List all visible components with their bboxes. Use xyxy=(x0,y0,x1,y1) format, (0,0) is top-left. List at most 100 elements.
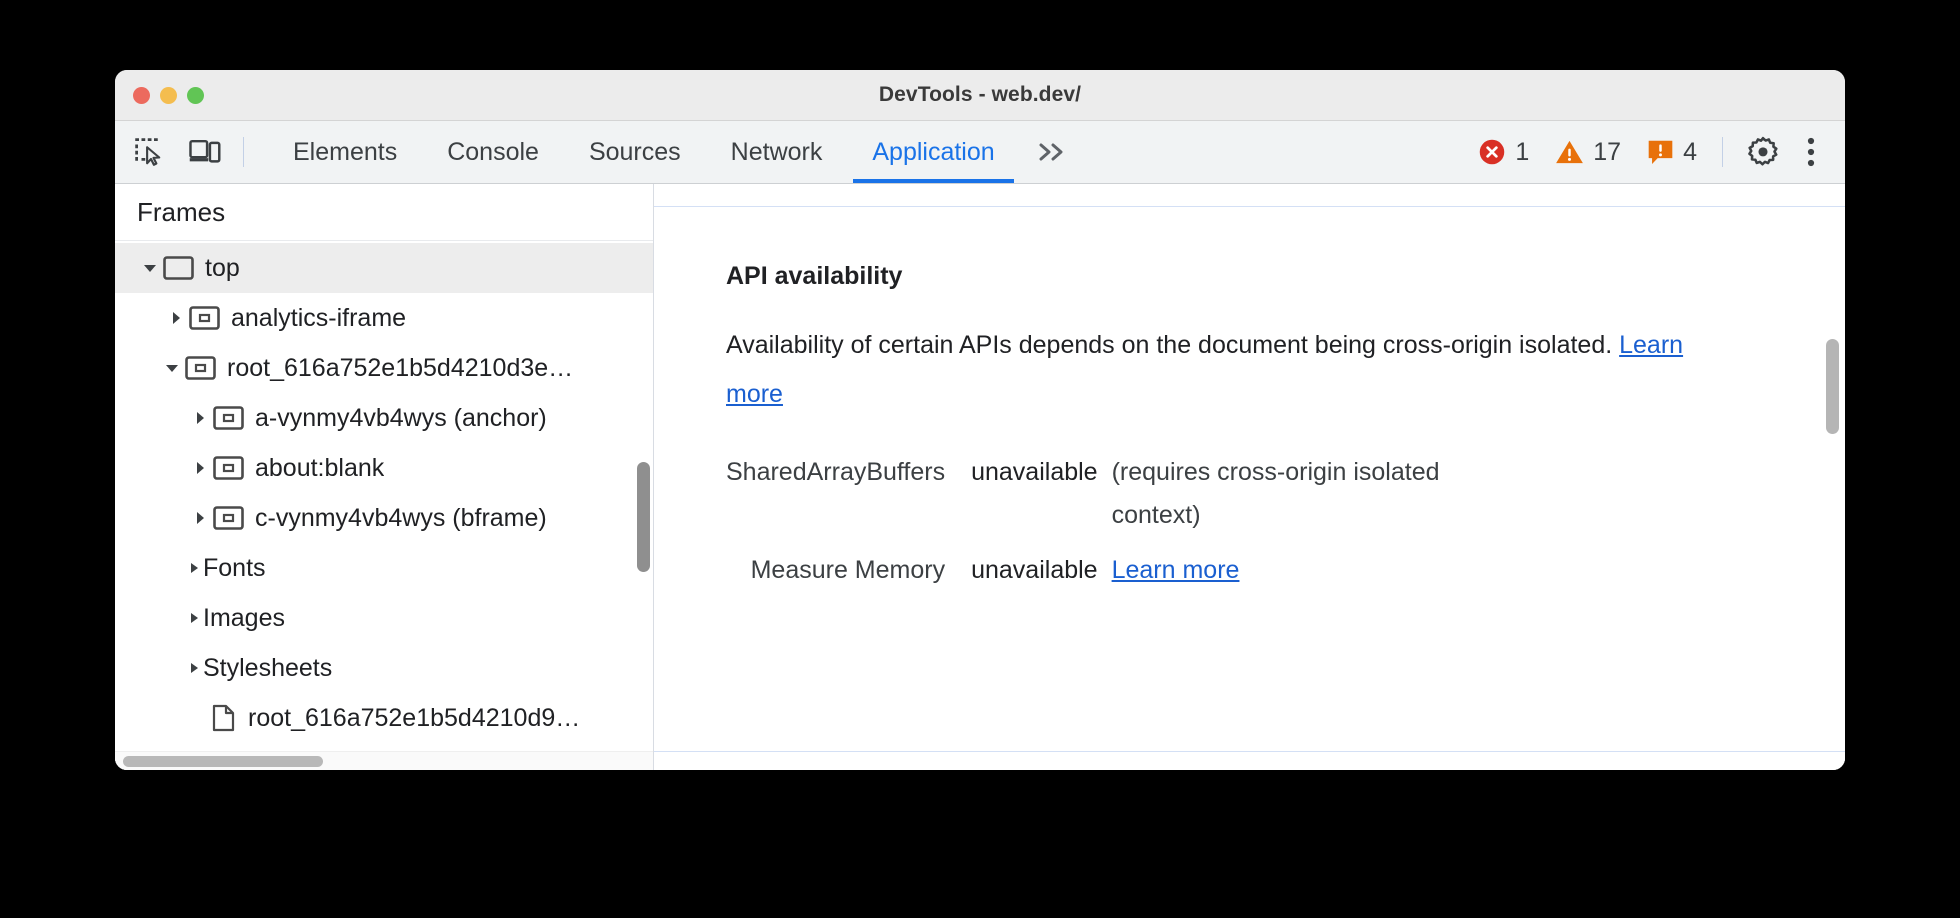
api-availability-description: Availability of certain APIs depends on … xyxy=(726,321,1686,419)
tab-sources[interactable]: Sources xyxy=(588,137,681,166)
close-window-button[interactable] xyxy=(133,86,150,104)
frame-glyph xyxy=(185,355,216,380)
inspect-element-icon[interactable] xyxy=(121,121,177,183)
window-titlebar: DevTools - web.dev/ xyxy=(115,70,1845,121)
chevron-down-icon[interactable] xyxy=(137,259,163,277)
chevron-right-icon[interactable] xyxy=(187,409,213,427)
toolbar-divider xyxy=(243,137,244,167)
frame-glyph xyxy=(213,455,244,480)
toolbar-right-divider xyxy=(1722,137,1723,167)
issues-icon xyxy=(1648,140,1673,164)
chevron-down-icon[interactable] xyxy=(159,359,185,377)
frames-tree: top xyxy=(115,241,653,770)
more-options-glyph xyxy=(1807,137,1815,167)
api-availability-table: SharedArrayBuffers unavailable (requires… xyxy=(726,445,1512,598)
table-row: Measure Memory unavailable Learn more xyxy=(726,543,1512,598)
tree-item-anchor-frame[interactable]: a-vynmy4vb4wys (anchor) xyxy=(115,393,653,443)
tree-item-fonts[interactable]: Fonts xyxy=(115,543,653,593)
tree-item-about-blank[interactable]: about:blank xyxy=(115,443,653,493)
chevron-right-icon[interactable] xyxy=(187,509,213,527)
chevron-right-glyph xyxy=(191,613,198,623)
measure-memory-learn-more-link[interactable]: Learn more xyxy=(1111,555,1240,584)
api-availability-section: API availability Availability of certain… xyxy=(726,224,1845,750)
kebab-menu-icon[interactable] xyxy=(1791,136,1831,168)
chevron-right-glyph xyxy=(197,512,204,524)
api-row-note: (requires cross-origin isolated context) xyxy=(1111,457,1440,529)
settings-gear-glyph xyxy=(1748,136,1778,166)
tree-item-label: root_616a752e1b5d4210d9… xyxy=(248,703,581,732)
tree-item-top[interactable]: top xyxy=(115,243,653,293)
sidebar-horizontal-scrollbar-thumb[interactable] xyxy=(123,756,323,767)
warning-count: 17 xyxy=(1593,137,1622,166)
sidebar-vertical-scrollbar[interactable] xyxy=(637,462,650,572)
chevron-right-icon[interactable] xyxy=(185,611,203,625)
tree-item-images[interactable]: Images xyxy=(115,593,653,643)
tab-application[interactable]: Application xyxy=(847,121,1019,183)
chevron-right-icon[interactable] xyxy=(185,561,203,575)
api-row-name: Measure Memory xyxy=(750,555,946,584)
sidebar-title: Frames xyxy=(115,184,653,241)
api-row-status: unavailable xyxy=(971,457,1098,486)
tree-item-label: a-vynmy4vb4wys (anchor) xyxy=(255,403,547,432)
issues-counter[interactable]: 4 xyxy=(1634,139,1710,166)
api-row-note: Learn more xyxy=(1112,543,1512,598)
tab-console[interactable]: Console xyxy=(447,137,539,166)
tab-network[interactable]: Network xyxy=(730,137,823,166)
tree-item-label: Images xyxy=(203,603,285,632)
chevron-right-icon[interactable] xyxy=(163,309,189,327)
frame-glyph xyxy=(213,505,244,530)
tree-item-stylesheets[interactable]: Stylesheets xyxy=(115,643,653,693)
inspect-element-glyph xyxy=(135,138,161,166)
panel-bottom-divider xyxy=(654,751,1845,752)
chevron-right-glyph xyxy=(173,312,180,324)
chevron-right-icon[interactable] xyxy=(185,661,203,675)
more-tabs-icon[interactable] xyxy=(1020,121,1086,183)
warning-icon xyxy=(1556,140,1584,164)
chevron-right-glyph xyxy=(191,663,198,673)
chevron-right-glyph xyxy=(197,462,204,474)
error-counter[interactable]: 1 xyxy=(1465,138,1542,166)
document-icon xyxy=(211,704,237,732)
main-vertical-scrollbar[interactable] xyxy=(1826,339,1839,434)
table-row: SharedArrayBuffers unavailable (requires… xyxy=(726,445,1512,543)
frame-icon xyxy=(213,505,244,531)
frame-glyph xyxy=(189,305,220,330)
device-toolbar-icon[interactable] xyxy=(177,121,233,183)
sidebar-horizontal-scrollbar-track[interactable] xyxy=(115,751,653,770)
devtools-window: DevTools - web.dev/ xyxy=(115,70,1845,770)
panel-top-divider xyxy=(654,206,1845,207)
api-availability-heading: API availability xyxy=(726,262,903,290)
api-description-text: Availability of certain APIs depends on … xyxy=(726,331,1620,359)
minimize-window-button[interactable] xyxy=(160,86,177,104)
tree-item-label: analytics-iframe xyxy=(231,303,407,332)
learn-more-link[interactable]: Learn more xyxy=(726,331,1684,408)
frame-top-icon xyxy=(163,255,194,281)
tree-item-document[interactable]: root_616a752e1b5d4210d9… xyxy=(115,693,653,743)
tree-item-label: Fonts xyxy=(203,553,266,582)
panel-tabs: Elements Console Sources Network Applica… xyxy=(268,121,1086,183)
error-count: 1 xyxy=(1515,137,1530,166)
tree-item-label: top xyxy=(205,253,240,282)
toolbar-left-group xyxy=(115,121,254,183)
tree-item-analytics-iframe[interactable]: analytics-iframe xyxy=(115,293,653,343)
tree-item-root-frame[interactable]: root_616a752e1b5d4210d3e… xyxy=(115,343,653,393)
double-chevron-right-glyph xyxy=(1039,143,1063,161)
tab-elements[interactable]: Elements xyxy=(293,137,398,166)
frame-icon xyxy=(213,405,244,431)
api-row-name: SharedArrayBuffers xyxy=(726,457,946,486)
gear-icon[interactable] xyxy=(1735,136,1791,168)
devtools-toolbar: Elements Console Sources Network Applica… xyxy=(115,121,1845,184)
api-row-status: unavailable xyxy=(971,555,1098,584)
tree-item-label: root_616a752e1b5d4210d3e… xyxy=(227,353,574,382)
frame-top-glyph xyxy=(163,255,194,280)
frame-icon xyxy=(213,455,244,481)
tree-item-bframe[interactable]: c-vynmy4vb4wys (bframe) xyxy=(115,493,653,543)
tree-item-label: c-vynmy4vb4wys (bframe) xyxy=(255,503,547,532)
chevron-right-icon[interactable] xyxy=(187,459,213,477)
warning-counter[interactable]: 17 xyxy=(1542,138,1634,166)
error-icon xyxy=(1480,139,1505,165)
chevron-right-glyph xyxy=(191,563,198,573)
maximize-window-button[interactable] xyxy=(187,86,204,104)
frames-sidebar: Frames to xyxy=(115,184,654,770)
